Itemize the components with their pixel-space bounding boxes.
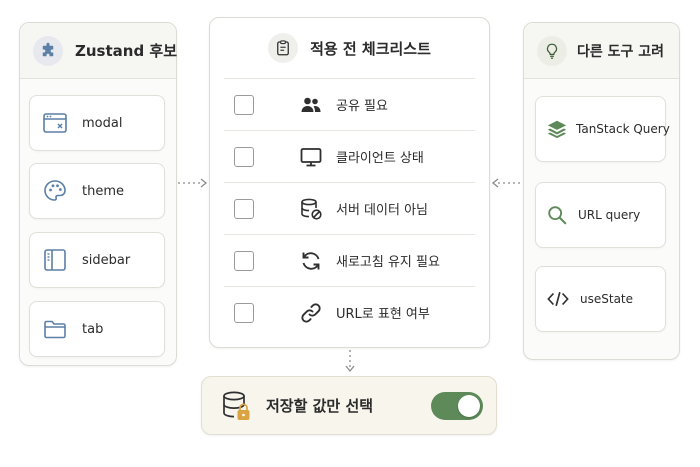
checklist-label: URL로 표현 여부 bbox=[336, 307, 430, 322]
alternative-card-url-query[interactable]: URL query bbox=[535, 182, 666, 248]
folder-icon bbox=[42, 316, 68, 342]
palette-icon bbox=[42, 178, 68, 204]
checklist-item: 클라이언트 상태 bbox=[224, 130, 475, 182]
alternative-card-tanstack[interactable]: TanStack Query bbox=[535, 96, 670, 162]
database-lock-icon bbox=[220, 389, 254, 423]
code-icon bbox=[546, 288, 570, 310]
result-toggle[interactable] bbox=[431, 392, 483, 420]
alternatives-header: 다른 도구 고려 bbox=[524, 23, 679, 79]
checkbox[interactable] bbox=[234, 146, 254, 167]
result-panel: 저장할 값만 선택 bbox=[201, 376, 497, 435]
candidate-card-modal[interactable]: modal bbox=[29, 95, 165, 151]
clipboard-icon bbox=[268, 33, 299, 63]
layers-icon bbox=[546, 118, 568, 140]
checkbox[interactable] bbox=[234, 94, 254, 115]
checkbox[interactable] bbox=[234, 302, 254, 323]
checklist-label: 서버 데이터 아님 bbox=[336, 203, 428, 218]
candidate-label: sidebar bbox=[82, 252, 131, 268]
checklist-item: 공유 필요 bbox=[224, 78, 475, 130]
alternatives-panel: 다른 도구 고려 TanStack Query URL query useSta… bbox=[523, 22, 680, 360]
alternative-label: TanStack Query bbox=[576, 122, 670, 136]
alternative-label: URL query bbox=[578, 208, 641, 222]
candidate-card-tab[interactable]: tab bbox=[29, 301, 165, 357]
refresh-icon bbox=[298, 248, 324, 274]
lightbulb-icon bbox=[537, 35, 567, 66]
candidate-label: tab bbox=[82, 321, 104, 337]
checklist-item: URL로 표현 여부 bbox=[224, 286, 475, 338]
result-label: 저장할 값만 선택 bbox=[266, 397, 374, 415]
checklist-label: 공유 필요 bbox=[336, 99, 388, 114]
link-icon bbox=[298, 300, 324, 326]
checkbox[interactable] bbox=[234, 198, 254, 219]
monitor-icon bbox=[298, 144, 324, 170]
checklist-header: 적용 전 체크리스트 bbox=[210, 18, 489, 78]
checklist-item: 새로고침 유지 필요 bbox=[224, 234, 475, 286]
checklist-label: 클라이언트 상태 bbox=[336, 151, 424, 166]
alternatives-title: 다른 도구 고려 bbox=[577, 43, 665, 60]
candidate-label: modal bbox=[82, 115, 123, 131]
database-off-icon bbox=[298, 196, 324, 222]
candidate-label: theme bbox=[82, 183, 124, 199]
checklist-item: 서버 데이터 아님 bbox=[224, 182, 475, 234]
sidebar-icon bbox=[42, 247, 68, 273]
puzzle-icon bbox=[33, 35, 63, 66]
checklist-panel: 적용 전 체크리스트 공유 필요 클라이언트 상태 서버 데이터 아님 새로고침… bbox=[209, 17, 490, 348]
checklist-title: 적용 전 체크리스트 bbox=[310, 39, 431, 58]
candidate-card-theme[interactable]: theme bbox=[29, 163, 165, 219]
toggle-knob bbox=[458, 395, 480, 417]
search-icon bbox=[546, 204, 568, 226]
checklist-label: 새로고침 유지 필요 bbox=[336, 255, 440, 270]
alternative-card-usestate[interactable]: useState bbox=[535, 266, 666, 332]
users-icon bbox=[298, 92, 324, 118]
candidates-header: Zustand 후보 bbox=[20, 23, 178, 79]
candidates-title: Zustand 후보 bbox=[75, 42, 178, 60]
candidate-card-sidebar[interactable]: sidebar bbox=[29, 232, 165, 288]
checkbox[interactable] bbox=[234, 250, 254, 271]
window-icon bbox=[42, 110, 68, 136]
alternative-label: useState bbox=[580, 292, 634, 306]
candidates-panel: Zustand 후보 modal theme sidebar tab bbox=[19, 22, 177, 366]
